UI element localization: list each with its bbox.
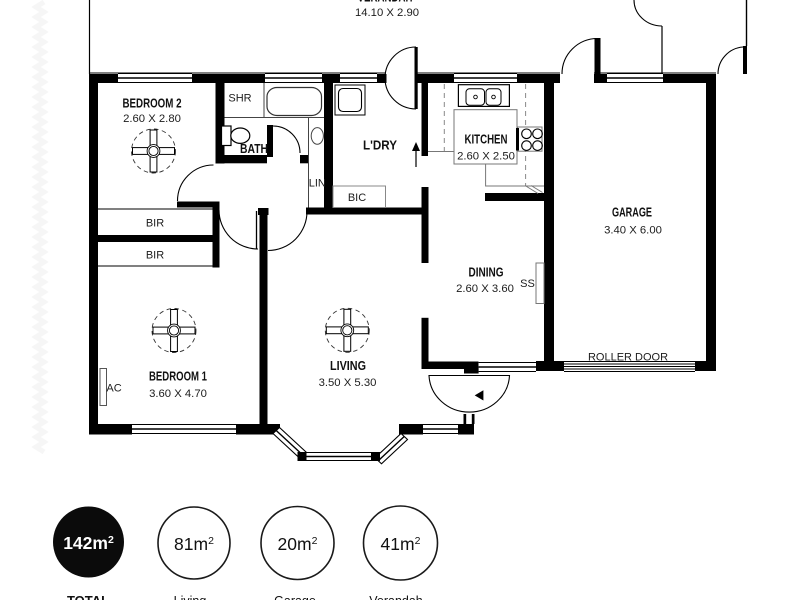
svg-text:3.40 X 6.00: 3.40 X 6.00 [604,225,662,237]
svg-text:81m2: 81m2 [174,534,214,554]
svg-text:3.50 X 5.30: 3.50 X 5.30 [319,377,377,389]
svg-text:14.10 X 2.90: 14.10 X 2.90 [355,7,419,19]
svg-text:DINING: DINING [469,265,504,280]
svg-text:3.60 X 4.70: 3.60 X 4.70 [149,388,207,400]
svg-text:SS: SS [520,278,535,290]
svg-text:Verandah: Verandah [369,594,423,600]
svg-text:BATH: BATH [240,141,268,156]
svg-text:TOTAL: TOTAL [67,593,109,600]
svg-text:GARAGE: GARAGE [612,205,652,220]
svg-text:BIC: BIC [348,192,366,204]
svg-text:Living: Living [174,594,207,600]
svg-text:L'DRY: L'DRY [363,138,397,153]
svg-text:2.60 X 3.60: 2.60 X 3.60 [456,283,514,295]
svg-text:142m2: 142m2 [63,533,114,553]
svg-text:KITCHEN: KITCHEN [465,132,508,147]
svg-text:VERANDAH: VERANDAH [358,0,413,5]
svg-text:LIVING: LIVING [330,358,366,373]
svg-text:SHR: SHR [228,93,251,105]
svg-text:Garage: Garage [274,594,316,600]
svg-text:LIN: LIN [309,178,326,190]
svg-text:41m2: 41m2 [381,534,421,554]
svg-text:2.60 X 2.80: 2.60 X 2.80 [123,113,181,125]
svg-text:BIR: BIR [146,250,164,262]
svg-text:BEDROOM 1: BEDROOM 1 [149,369,207,384]
svg-text:ROLLER DOOR: ROLLER DOOR [588,352,668,364]
svg-text:AC: AC [106,383,121,395]
svg-text:BIR: BIR [146,218,164,230]
svg-text:2.60 X 2.50: 2.60 X 2.50 [457,151,515,163]
svg-text:BEDROOM 2: BEDROOM 2 [123,96,182,111]
svg-text:20m2: 20m2 [278,534,318,554]
